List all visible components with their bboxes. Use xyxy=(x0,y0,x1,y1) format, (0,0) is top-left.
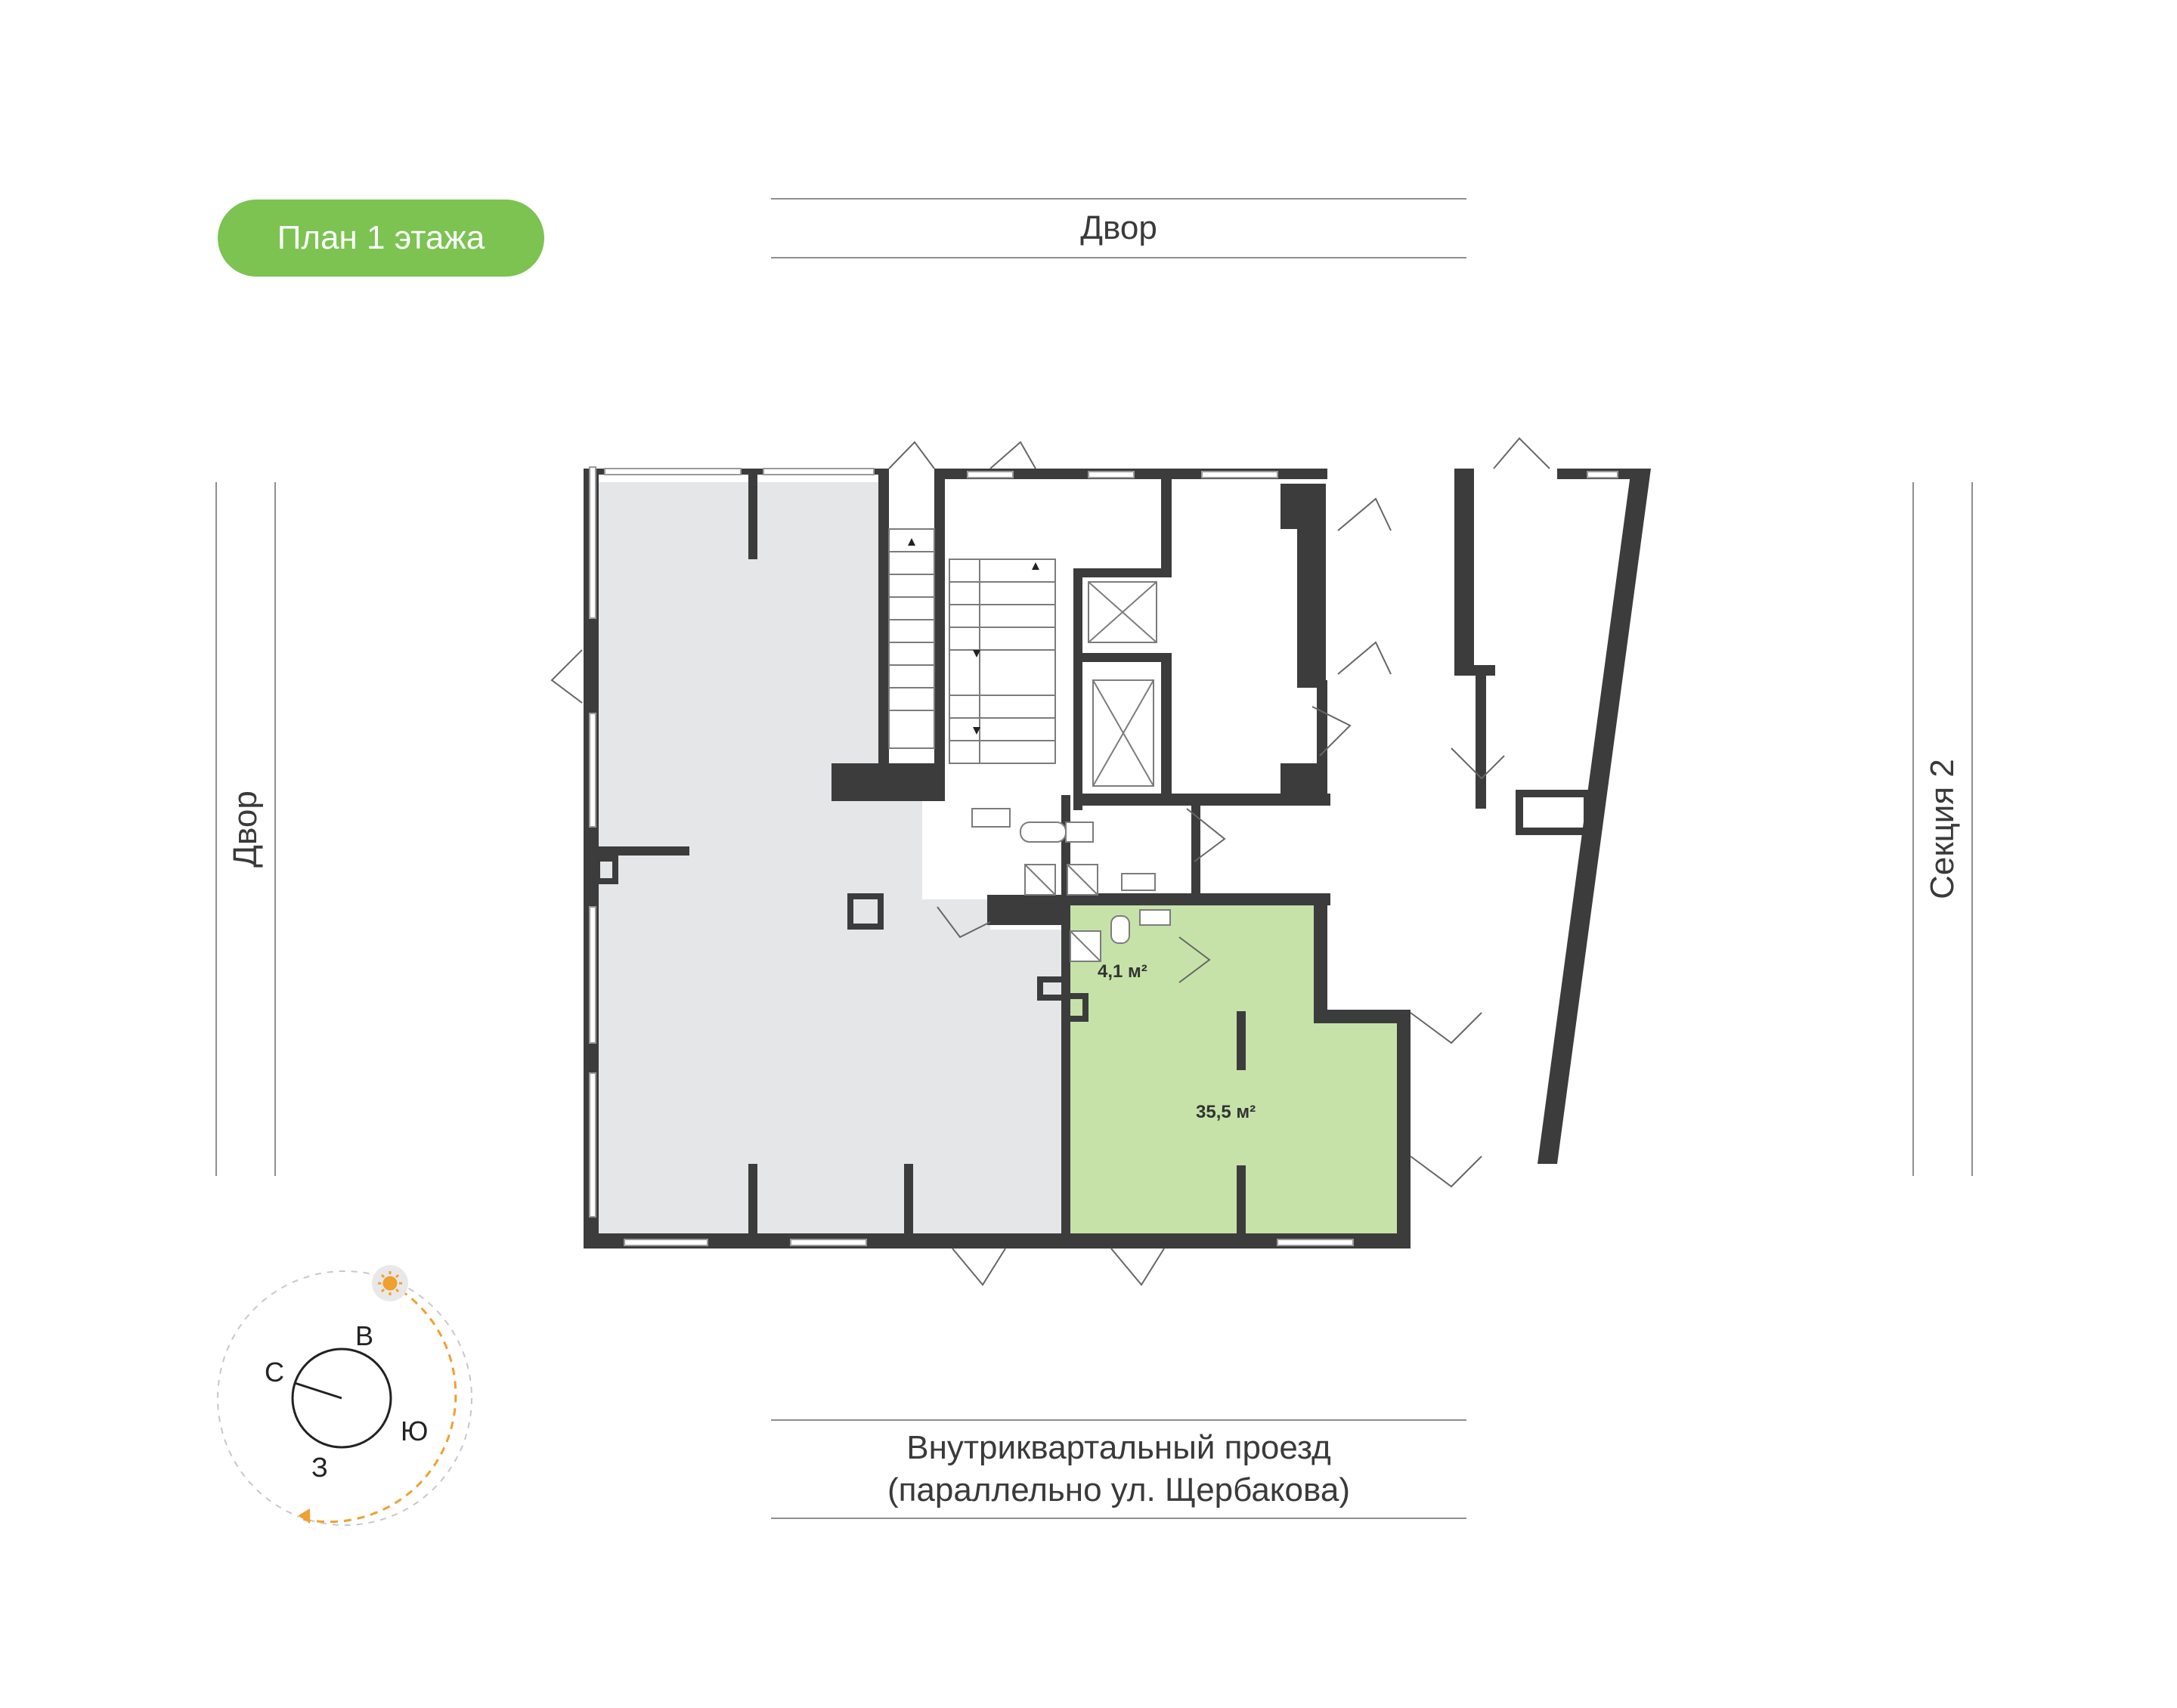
floor-plan-badge: План 1 этажа xyxy=(218,200,544,277)
street-left-label: Двор xyxy=(215,482,276,1176)
staircase xyxy=(888,528,1056,764)
sun-icon xyxy=(378,1271,402,1295)
compass-north: С xyxy=(265,1357,284,1388)
street-right-label: Секция 2 xyxy=(1912,482,1973,1176)
main-area-label: 35,5 м² xyxy=(1196,1102,1256,1122)
compass-south: Ю xyxy=(401,1416,428,1447)
compass-east: В xyxy=(355,1320,373,1351)
compass: С В Ю З xyxy=(217,1265,472,1526)
sanitary-fixtures xyxy=(971,808,1171,962)
selected-unit-fill xyxy=(1066,904,1400,1238)
compass-west: З xyxy=(311,1452,328,1483)
neighbor-unit-fill xyxy=(597,482,1061,1238)
windows xyxy=(589,466,1618,1246)
wc-area-label: 4,1 м² xyxy=(1098,961,1147,982)
street-top-label: Двор xyxy=(771,198,1466,258)
street-bottom-label: Внутриквартальный проезд (параллельно ул… xyxy=(771,1419,1466,1519)
elevators xyxy=(1088,581,1157,787)
street-bottom-line2: (параллельно ул. Щербакова) xyxy=(887,1471,1351,1508)
street-top-text: Двор xyxy=(1080,209,1157,246)
doors xyxy=(550,437,1550,1286)
street-bottom-line1: Внутриквартальный проезд xyxy=(906,1429,1331,1466)
